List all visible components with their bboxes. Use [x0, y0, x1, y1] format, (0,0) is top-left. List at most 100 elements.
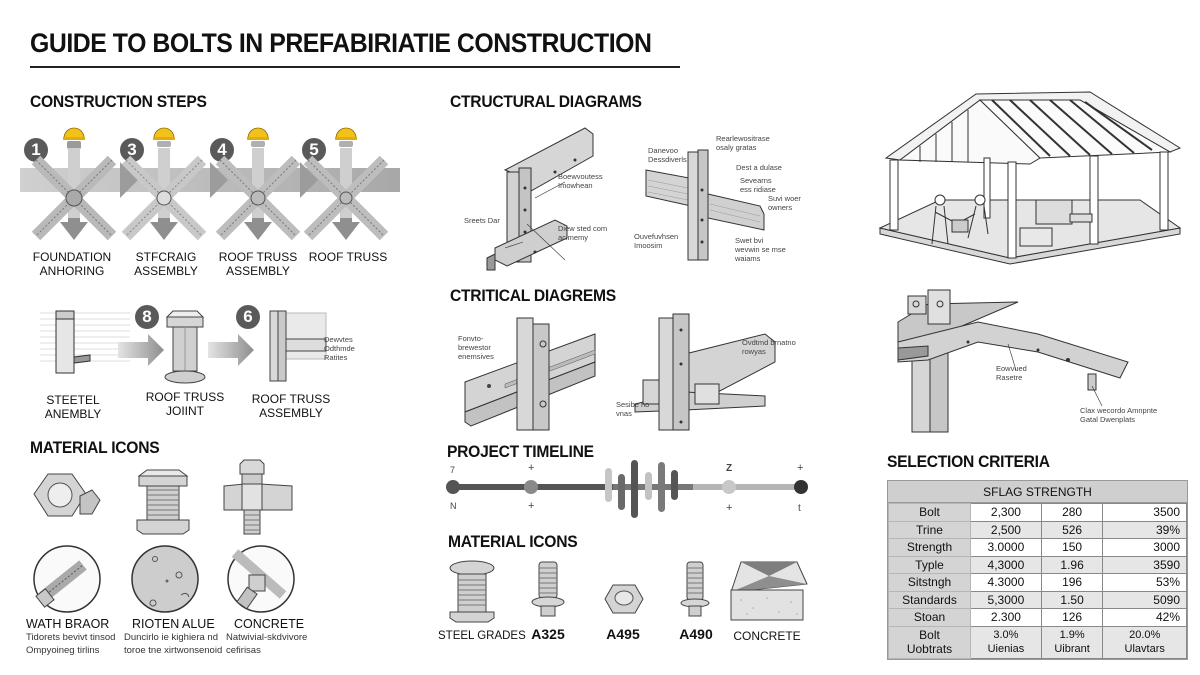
callout-note: Dewvtes Odthmde Ratites	[324, 335, 355, 362]
page-title: GUIDE TO BOLTS IN PREFABIRIATIE CONSTRUC…	[30, 28, 652, 58]
step-5: 5 ROOF TRUSS	[300, 120, 410, 280]
table-cell: 3.0% Uienias	[970, 625, 1042, 659]
table-cell: 280	[1040, 503, 1104, 522]
material-item-label: WATH BRAOR	[26, 617, 110, 631]
step-3: 3 STFCRAIG ASSEMBLY	[118, 120, 228, 280]
row-label: Sitstngh	[888, 573, 971, 592]
a490-bolt-icon	[680, 561, 710, 617]
cross-joint-beam-diagram	[645, 149, 765, 261]
material-item-concrete: CONCRETE Natwivial-skdvivore cefirisas	[226, 617, 336, 657]
material-item-rioten-alue: RIOTEN ALUE Duncirlo ie kighiera nd toro…	[124, 617, 234, 657]
callout-label: Boewvoutess Imowhean	[558, 172, 603, 190]
hardhat-icon	[153, 127, 175, 147]
material-label-a490: A490	[679, 626, 713, 642]
step-label: ROOF TRUSS	[308, 250, 388, 264]
project-timeline-heading: PROJECT TIMELINE	[447, 442, 594, 461]
table-cell: 39%	[1102, 520, 1187, 539]
timeline-mark: N	[450, 501, 457, 511]
table-cell: 5090	[1102, 590, 1187, 609]
prefab-pavilion-illustration	[878, 91, 1182, 265]
title-divider	[30, 66, 680, 68]
timeline-mark: +	[797, 462, 804, 474]
material-item-desc: Tidorets bevivt tinsod	[26, 632, 116, 643]
step-label: ROOF TRUSS ASSEMBLY	[218, 250, 298, 278]
concrete-block-icon	[730, 561, 808, 621]
bolt-detail-circle-icon	[33, 545, 101, 613]
table-cell: 3000	[1102, 538, 1187, 557]
step-6-roof-truss-assembly: 6 Dewvtes Odthmde Ratites ROOF TRUSS ASS…	[236, 305, 366, 420]
table-cell: 1.9% Uibrant	[1040, 625, 1104, 659]
selection-criteria-heading: SELECTION CRITERIA	[887, 452, 1050, 471]
timeline-mark: Z	[726, 463, 733, 474]
material-label-concrete: CONCRETE	[733, 629, 801, 643]
step-4: 4 ROOF TRUSS ASSEMBLY	[208, 120, 318, 280]
table-cell: 1.50	[1040, 590, 1104, 609]
steel-column-icon	[40, 310, 130, 374]
hardhat-icon	[247, 127, 269, 147]
table-cell: 526	[1040, 520, 1104, 539]
table-row: Trine 2,500 526 39%	[888, 520, 1187, 539]
material-label-a325: A325	[531, 626, 565, 642]
callout-label: Rearlewositrase osaly gratas	[716, 134, 770, 152]
hardhat-icon	[335, 127, 357, 147]
cross-brace-icon	[121, 148, 207, 241]
base-plate-connection-diagram	[634, 313, 776, 431]
table-cell: 150	[1040, 538, 1104, 557]
steel-grades-bolt-icon	[449, 560, 495, 623]
material-item-label: CONCRETE	[234, 617, 305, 631]
construction-steps-heading: CONSTRUCTION STEPS	[30, 92, 207, 111]
threaded-bolt-icon	[136, 469, 190, 535]
callout-label: Sesibe no vnas	[616, 400, 650, 418]
cross-brace-icon	[303, 148, 389, 241]
material-item-label: RIOTEN ALUE	[132, 617, 215, 631]
row-label: Bolt	[888, 503, 971, 522]
table-cell: 5,3000	[970, 590, 1042, 609]
table-cell: 2,500	[970, 520, 1042, 539]
criteria-grid: Bolt 2,300 280 3500 Trine 2,500 526 39% …	[888, 503, 1187, 659]
hardhat-icon	[63, 127, 85, 149]
table-cell: 1.96	[1040, 555, 1104, 574]
row-label: Typle	[888, 555, 971, 574]
material-label-a495: A495	[606, 626, 640, 642]
callout-label: Fonvto-brewestor enemsives	[458, 334, 494, 361]
callout-label: Clax wecordo Amnpnte Gatal Dwenplats	[1080, 406, 1158, 424]
callout-label: Eowvued Rasetre	[996, 364, 1027, 382]
hex-nut-icon	[33, 473, 101, 517]
table-cell: 2.300	[970, 608, 1042, 627]
timeline-mark: +	[726, 502, 733, 514]
callout-label: Sreets Dar	[464, 216, 500, 225]
material-item-wath-braor: WATH BRAOR Tidorets bevivt tinsod Ompyoi…	[26, 617, 136, 657]
step-number-badge: 8	[135, 305, 159, 329]
table-cell: 126	[1040, 608, 1104, 627]
material-item-desc: Natwivial-skdvivore	[226, 632, 308, 643]
truss-connection-icon	[269, 310, 327, 382]
table-cell: 42%	[1102, 608, 1187, 627]
cross-brace-icon	[31, 148, 117, 241]
table-row: Strength 3.0000 150 3000	[888, 538, 1187, 557]
step-label: ROOF TRUSS ASSEMBLY	[251, 392, 331, 420]
table-cell: 2,300	[970, 503, 1042, 522]
table-row: Standards 5,3000 1.50 5090	[888, 590, 1187, 609]
timeline-mark: t	[798, 503, 801, 514]
project-timeline-track[interactable]	[445, 460, 815, 530]
table-row: Sitstngh 4.3000 196 53%	[888, 573, 1187, 592]
material-icons-heading: MATERIAL ICONS	[30, 438, 160, 457]
material-item-desc: cefirisas	[226, 645, 261, 656]
row-label: Standards	[888, 590, 971, 609]
row-label: Bolt Uobtrats	[888, 625, 971, 659]
beam-column-connection-diagram	[897, 289, 1129, 433]
table-cell: 3590	[1102, 555, 1187, 574]
timeline-mark: +	[528, 500, 535, 512]
step-label: FOUNDATION ANHORING	[32, 250, 112, 278]
purlin-connection-diagram	[464, 317, 596, 431]
table-cell: 196	[1040, 573, 1104, 592]
step-label: STEETEL ANEMBLY	[44, 393, 102, 421]
material-icons-center-heading: MATERIAL ICONS	[448, 532, 578, 551]
row-label: Strength	[888, 538, 971, 557]
bolt-joint-icon	[164, 310, 206, 384]
a495-hex-nut-icon	[604, 584, 644, 614]
callout-label: Ovdtmd brnatno rowyas	[742, 338, 796, 356]
table-cell: 4,3000	[970, 555, 1042, 574]
callout-label: Sevearns ess ridiase	[740, 176, 776, 194]
material-label-steel-grades: STEEL GRADES	[438, 630, 526, 642]
